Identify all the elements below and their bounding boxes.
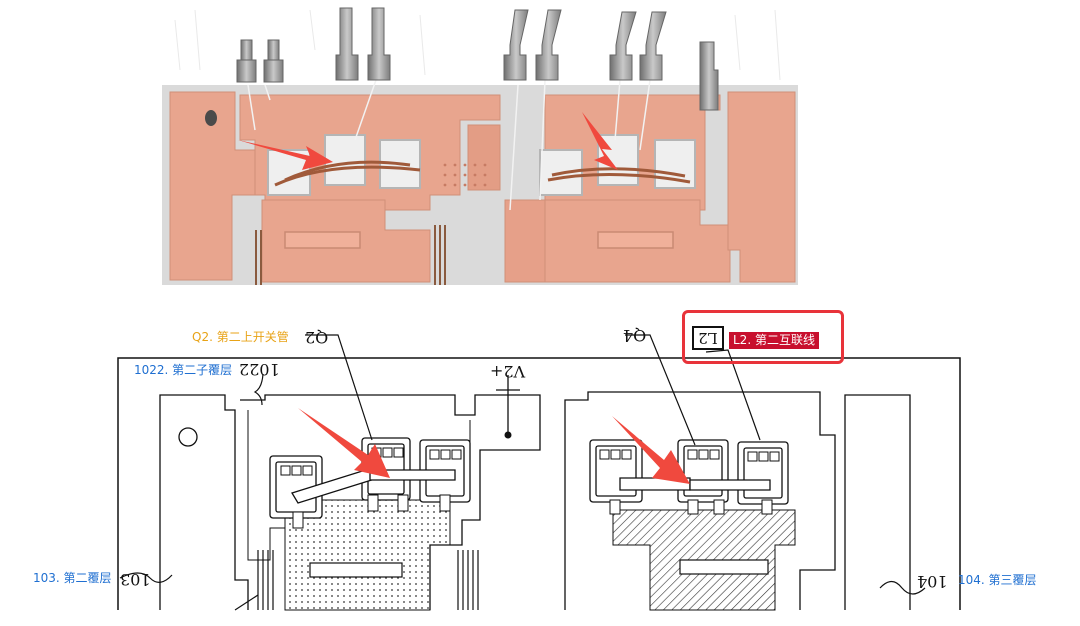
via-dot-grid: [443, 163, 487, 187]
chip-gate-pads-left: [280, 447, 462, 476]
v2-ref: V2+: [490, 362, 526, 381]
right-substrate-outline: [564, 391, 836, 610]
q2-ref: Q2: [305, 328, 329, 347]
l2-label: L2. 第二互联线: [729, 332, 819, 349]
layer-104-label: 104. 第三覆层: [958, 573, 1037, 587]
arrow-icon: [582, 112, 618, 170]
module-outline: [117, 357, 961, 610]
mounting-hole: [205, 110, 217, 126]
l2-highlight-box: [682, 310, 844, 364]
pin-groups-drawing: [234, 550, 479, 611]
mounting-hole-drawing: [178, 427, 198, 447]
leadframe-slot-left: [309, 562, 403, 578]
layer-1022-label: 1022. 第二子覆层: [134, 363, 233, 377]
v2-terminal-dot: [504, 431, 512, 439]
layer-1022-outline: [240, 394, 541, 610]
layer-1022-ref: 1022: [239, 360, 280, 379]
leadframe-slot-right: [679, 559, 769, 575]
background-watermark-marks: [174, 9, 781, 81]
highlight-arrows-drawing: [298, 408, 690, 484]
q2-label: Q2. 第二上开关管: [192, 330, 289, 344]
top-leads: [236, 7, 719, 111]
chip-gate-pads-right: [599, 449, 780, 462]
layer-103-outline: [159, 394, 249, 610]
layer-104-outline: [844, 394, 911, 610]
l2-ref: L2: [698, 329, 718, 347]
module-line-drawing: [117, 334, 961, 611]
layer-103-ref: 103: [120, 570, 151, 589]
highlight-arrows-photo: [238, 112, 618, 170]
leader-lines: [119, 334, 926, 595]
bottom-pins-left: [255, 225, 446, 285]
layer-103-label: 103. 第二覆层: [33, 571, 112, 585]
q4-ref: Q4: [623, 326, 647, 345]
arrow-icon: [298, 408, 390, 478]
arrow-icon: [238, 140, 333, 170]
layer-104-ref: 104: [917, 572, 948, 591]
bond-wires: [247, 79, 651, 211]
module-3d-render: [162, 7, 798, 285]
leadframe-slots: [284, 231, 674, 249]
l2-ref-box: L2: [692, 326, 724, 350]
arrow-icon: [612, 416, 690, 484]
strip-pillars: [292, 494, 773, 529]
